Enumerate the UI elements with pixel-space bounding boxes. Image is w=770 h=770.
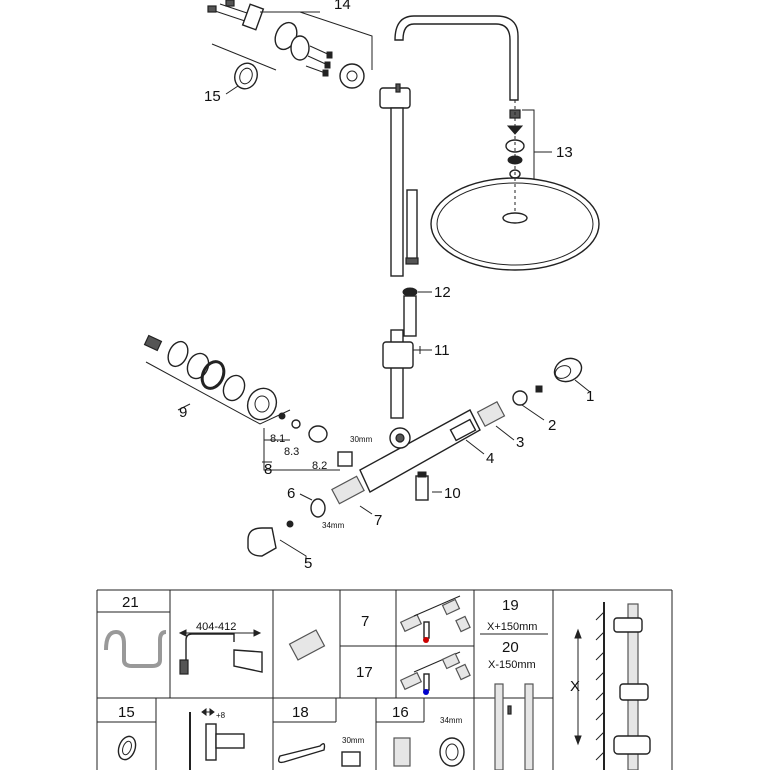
table-label-15: 15 <box>118 704 135 721</box>
table-label-7: 7 <box>361 613 369 630</box>
arm-21-icon <box>104 629 167 668</box>
table-label-19: 19 <box>502 597 519 614</box>
knob-5 <box>247 527 277 557</box>
upper-riser-tube <box>390 107 404 277</box>
part-3 <box>476 400 506 428</box>
wrench-18-icon <box>277 743 326 764</box>
lower-riser-tube <box>403 295 417 337</box>
hand-shower-handle <box>406 189 418 261</box>
dim-30mm: 30mm <box>350 435 373 444</box>
riser-tube-19-icon <box>494 683 504 770</box>
head-installed-icon <box>233 649 263 673</box>
table-label-18: 18 <box>292 704 309 721</box>
x-mixer <box>613 735 651 755</box>
guide-15 <box>211 43 277 71</box>
offset-flange <box>205 723 217 761</box>
callout-3: 3 <box>516 434 524 451</box>
knob-1 <box>553 357 583 383</box>
arm-dimension: 404-412 <box>196 621 236 633</box>
lower-parts <box>247 475 365 557</box>
ring-6 <box>310 498 326 518</box>
arm-installed-icon <box>185 633 235 666</box>
callout-10: 10 <box>444 485 461 502</box>
callout-1: 1 <box>586 388 594 405</box>
screw-set-middle <box>305 45 333 77</box>
dim-34mm: 34mm <box>322 521 345 530</box>
callout-6: 6 <box>287 485 295 502</box>
part-4 <box>449 418 477 442</box>
wall-bracket-assembly: 14 15 <box>204 0 411 109</box>
tool-34mm-label: 34mm <box>440 716 463 725</box>
part-2 <box>512 390 528 406</box>
bracket-disc <box>290 35 310 61</box>
ring-34mm-icon <box>439 737 465 767</box>
thermostat-assembly: 10 1 2 3 4 9 <box>143 334 594 572</box>
leader-14 <box>260 11 373 70</box>
callout-15: 15 <box>204 88 221 105</box>
riser-pipe-assembly: 13 12 11 <box>382 15 600 419</box>
callout-8: 8 <box>264 461 272 478</box>
callout-12: 12 <box>434 284 451 301</box>
x-bracket-top <box>613 617 643 633</box>
wall-holder-bracket <box>379 87 411 109</box>
cover-rosette <box>339 63 365 89</box>
callout-2: 2 <box>548 417 556 434</box>
callout-14: 14 <box>334 0 351 13</box>
shower-arm <box>394 15 519 101</box>
right-cartridge-parts <box>449 357 583 442</box>
table-sub-20: X-150mm <box>488 659 536 671</box>
offset-connector <box>215 733 245 749</box>
outlet-10 <box>415 475 429 501</box>
seal-15-icon <box>117 735 137 761</box>
cartridge-7 <box>331 475 365 505</box>
table-label-17: 17 <box>356 664 373 681</box>
seal-ring-15 <box>234 62 258 90</box>
tool-30mm-label: 30mm <box>342 736 365 745</box>
table-label-21: 21 <box>122 594 139 611</box>
left-parts-8 <box>278 412 353 467</box>
spare-parts-table: 21 404-412 7 17 <box>96 589 673 770</box>
callout-11: 11 <box>434 342 450 359</box>
cartridge-16-icon <box>393 737 411 767</box>
callout-9: 9 <box>179 404 187 421</box>
callout-13: 13 <box>556 144 573 161</box>
thermostat-body <box>359 409 481 493</box>
cartridge-17-icons <box>399 651 471 695</box>
wall-hatch <box>595 611 605 761</box>
table-sub-19: X+150mm <box>487 621 537 633</box>
offset-label: +8 <box>216 711 226 720</box>
x-dimension-label: X <box>570 678 580 695</box>
callout-7: 7 <box>374 512 382 529</box>
callout-8-2: 8.2 <box>312 460 327 472</box>
table-label-20: 20 <box>502 639 519 656</box>
callout-8-1: 8.1 <box>270 433 285 445</box>
callout-4: 4 <box>486 450 494 467</box>
nut-30mm <box>337 451 353 467</box>
callout-8-3: 8.3 <box>284 446 299 458</box>
cartridge-icon <box>288 629 326 661</box>
callout-5: 5 <box>304 555 312 572</box>
riser-tube-20-icon <box>524 683 534 770</box>
nut-30mm-icon <box>341 751 361 767</box>
x-slider <box>619 683 649 701</box>
screw-set-top <box>207 0 265 31</box>
shower-slider-11 <box>382 341 414 369</box>
left-cartridge-parts-9 <box>143 334 278 421</box>
cartridge-7-icons <box>399 595 471 643</box>
table-label-16: 16 <box>392 704 409 721</box>
